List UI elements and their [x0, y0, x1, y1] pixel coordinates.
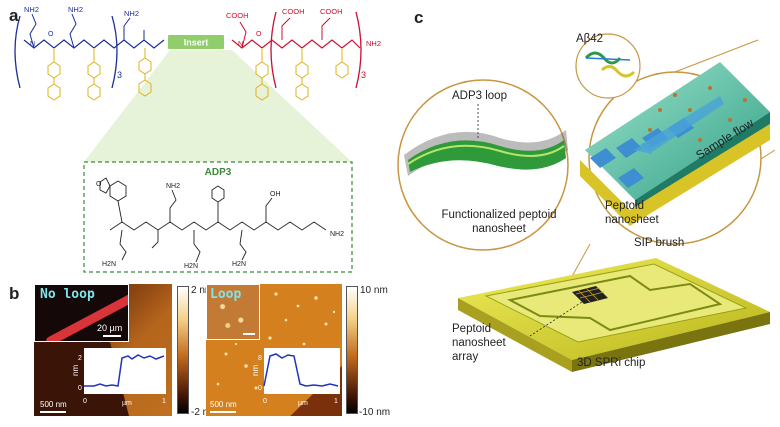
chem-h2n: H2N [232, 261, 246, 268]
colorbar-loop [346, 286, 358, 414]
panel-b-label: b [9, 284, 19, 304]
chem-nh2: NH2 [166, 183, 180, 190]
chem-o: O [48, 31, 54, 38]
chem-cooh: COOH [320, 7, 343, 16]
chem-cooh: COOH [282, 7, 305, 16]
repeat-subscript-left: 3 [117, 70, 122, 80]
repeat-subscript-right: 3 [361, 70, 366, 80]
main-scale-label: 500 nm [210, 400, 237, 409]
inset-scale-label: 20 µm [97, 323, 122, 333]
loop-label: Loop [210, 287, 241, 302]
array-label: Peptoid nanosheet array [452, 322, 522, 364]
chem-nh2-terminal: NH2 [366, 39, 381, 48]
svg-text:µm: µm [122, 400, 132, 407]
main-scale-label: 500 nm [40, 400, 67, 409]
inset-scalebar [103, 335, 121, 337]
peptoid-nanosheet-label: Peptoid nanosheet [605, 199, 667, 227]
height-profile-loop: nm 8 0 0 1 µm [250, 346, 342, 408]
sip-brush-label: SIP brush [634, 236, 684, 250]
no-loop-label: No loop [40, 287, 95, 302]
svg-text:0: 0 [78, 385, 82, 392]
inset-scalebar [243, 333, 255, 335]
chem-nh2: NH2 [124, 9, 139, 18]
svg-text:nm: nm [251, 365, 260, 376]
colorbar-min-label: -10 nm [359, 406, 390, 420]
biphenyl-sidechains-left [48, 48, 151, 100]
svg-text:1: 1 [334, 398, 338, 405]
chem-n: N [238, 41, 243, 48]
afm-image-loop: Loop nm 8 0 0 1 µm 500 nm [206, 284, 342, 416]
svg-text:0: 0 [258, 385, 262, 392]
main-scalebar [40, 411, 66, 413]
svg-text:1: 1 [162, 398, 166, 405]
svg-text:nm: nm [71, 365, 80, 376]
chem-o: O [96, 181, 102, 188]
colorbar-no-loop [177, 286, 189, 414]
svg-text:µm: µm [298, 400, 308, 407]
chem-nh2: NH2 [24, 5, 39, 14]
abeta-label: Aβ42 [576, 32, 603, 46]
afm-image-no-loop: No loop 20 µm nm 2 0 0 1 µm 500 nm [34, 284, 172, 416]
peptoid-structure-diagram: 3 3 NH2 NH2 NH2 COOH COOH COOH NH2 N O N… [0, 0, 395, 278]
chem-oh: OH [270, 191, 281, 198]
chem-h2n: H2N [184, 263, 198, 270]
svg-text:8: 8 [258, 355, 262, 362]
colorbar-max-label: 10 nm [360, 284, 388, 298]
chem-o: O [256, 31, 262, 38]
chip-label: 3D SPRi chip [577, 356, 645, 370]
adp3-loop-label: ADP3 loop [452, 89, 507, 103]
afm-inset-no-loop: No loop 20 µm [34, 284, 129, 342]
chem-cooh: COOH [226, 11, 249, 20]
insert-label: Insert [184, 38, 209, 48]
afm-inset-loop: Loop [206, 284, 260, 340]
bracket-right-open [271, 12, 276, 88]
backbone-right [232, 40, 360, 48]
svg-text:0: 0 [263, 398, 267, 405]
chem-h2n: H2N [102, 261, 116, 268]
insert-funnel [84, 50, 352, 162]
svg-text:2: 2 [78, 355, 82, 362]
backbone-left [24, 40, 164, 48]
functionalized-nanosheet-label: Functionalized peptoid nanosheet [434, 208, 564, 236]
adp3-title: ADP3 [205, 167, 232, 178]
svg-text:0: 0 [83, 398, 87, 405]
main-scalebar [210, 411, 236, 413]
chem-nh2: NH2 [68, 5, 83, 14]
height-profile-no-loop: nm 2 0 0 1 µm [70, 346, 170, 408]
bracket-left-open [15, 16, 20, 88]
chem-nh2: NH2 [330, 231, 344, 238]
chem-n: N [30, 41, 35, 48]
